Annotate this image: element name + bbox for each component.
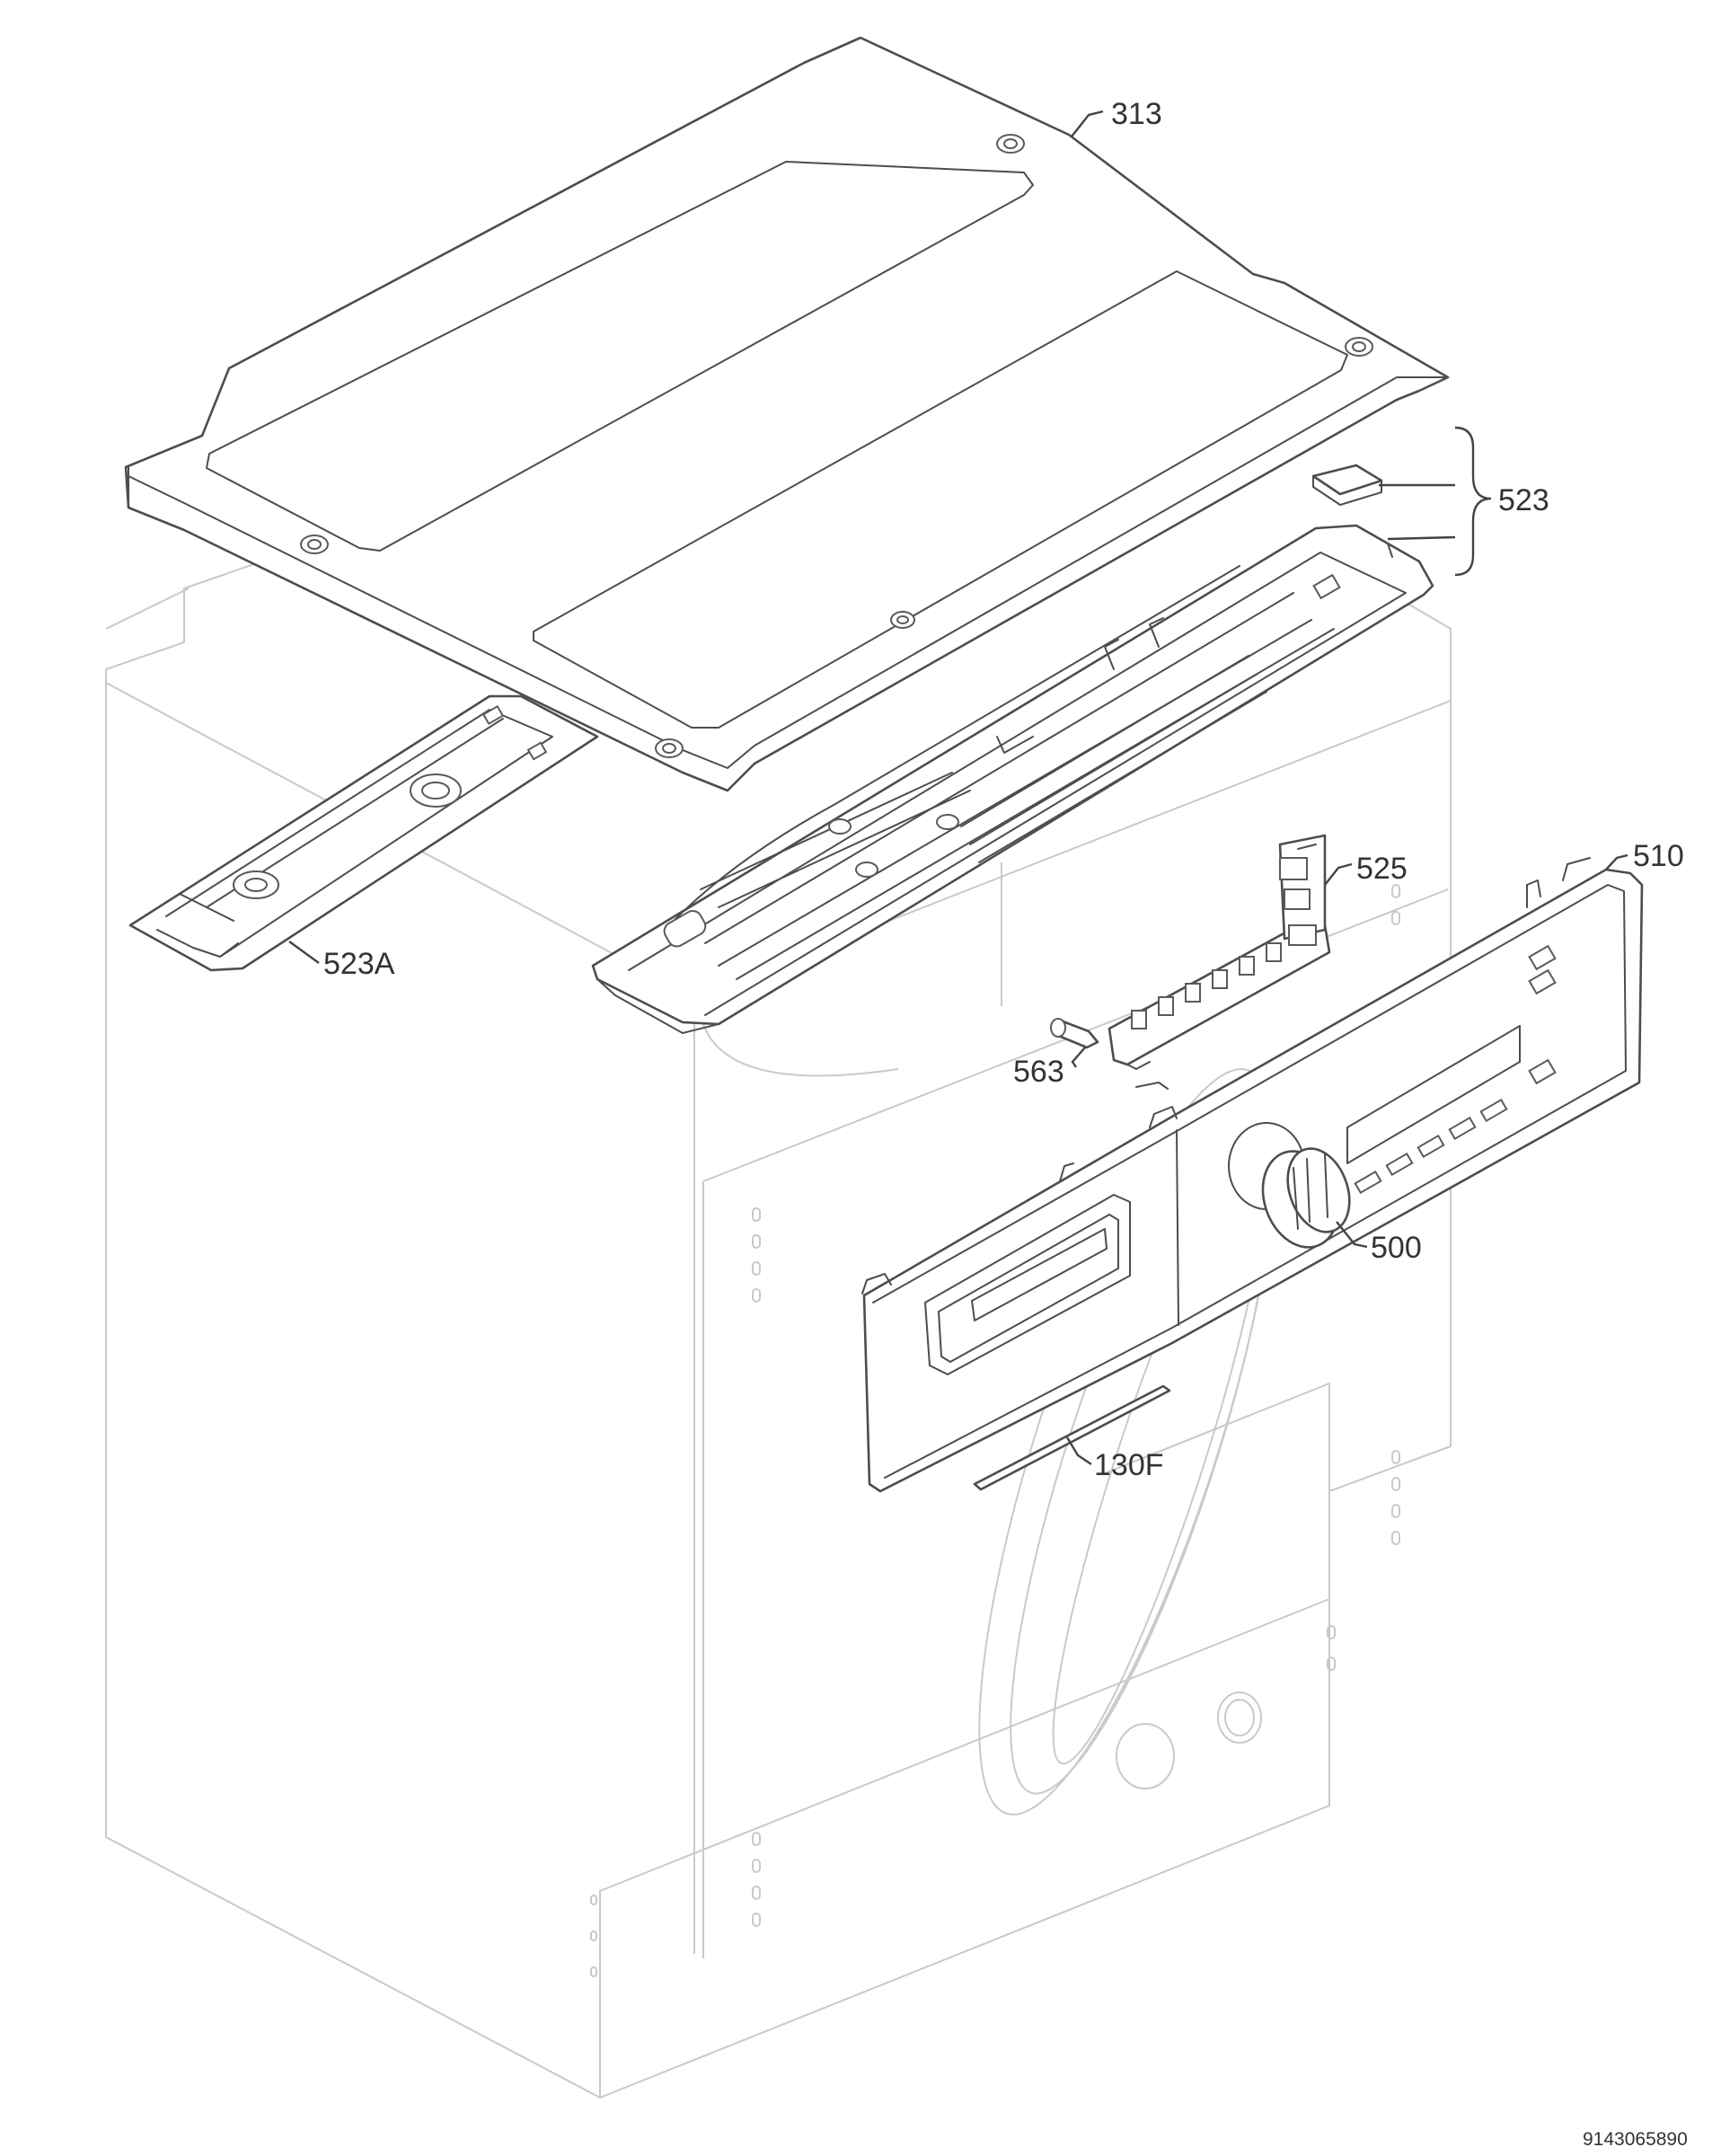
callout-313-label: 313 (1111, 97, 1162, 131)
top-cover-313 (124, 36, 1450, 792)
callout-525: 525 (1324, 852, 1408, 886)
knob-500 (1261, 1147, 1351, 1249)
left-rail-523a (128, 694, 599, 972)
drawing-number: 9143065890 (1583, 2129, 1688, 2150)
callout-130f: 130F (1065, 1436, 1164, 1482)
electronic-board-525 (1108, 834, 1331, 1070)
callout-510: 510 (1605, 839, 1684, 873)
control-panel-510 (861, 857, 1644, 1493)
callout-500-label: 500 (1371, 1231, 1422, 1265)
callout-563-label: 563 (1013, 1055, 1064, 1089)
callout-313: 313 (1071, 97, 1162, 137)
callout-510-label: 510 (1633, 839, 1684, 873)
callout-523a-label: 523A (323, 947, 395, 981)
callout-525-label: 525 (1356, 852, 1408, 886)
cabinet-outline (105, 558, 1452, 2099)
callout-523: 523 (1379, 426, 1549, 577)
callout-563: 563 (1013, 1047, 1086, 1089)
light-strip-130f (973, 1384, 1171, 1491)
callout-523-label: 523 (1498, 483, 1549, 517)
callout-500: 500 (1336, 1221, 1422, 1265)
top-bracket-523 (591, 464, 1434, 1034)
callout-130f-label: 130F (1094, 1448, 1164, 1482)
callout-523a: 523A (288, 941, 395, 981)
pin-563 (1050, 1018, 1169, 1090)
